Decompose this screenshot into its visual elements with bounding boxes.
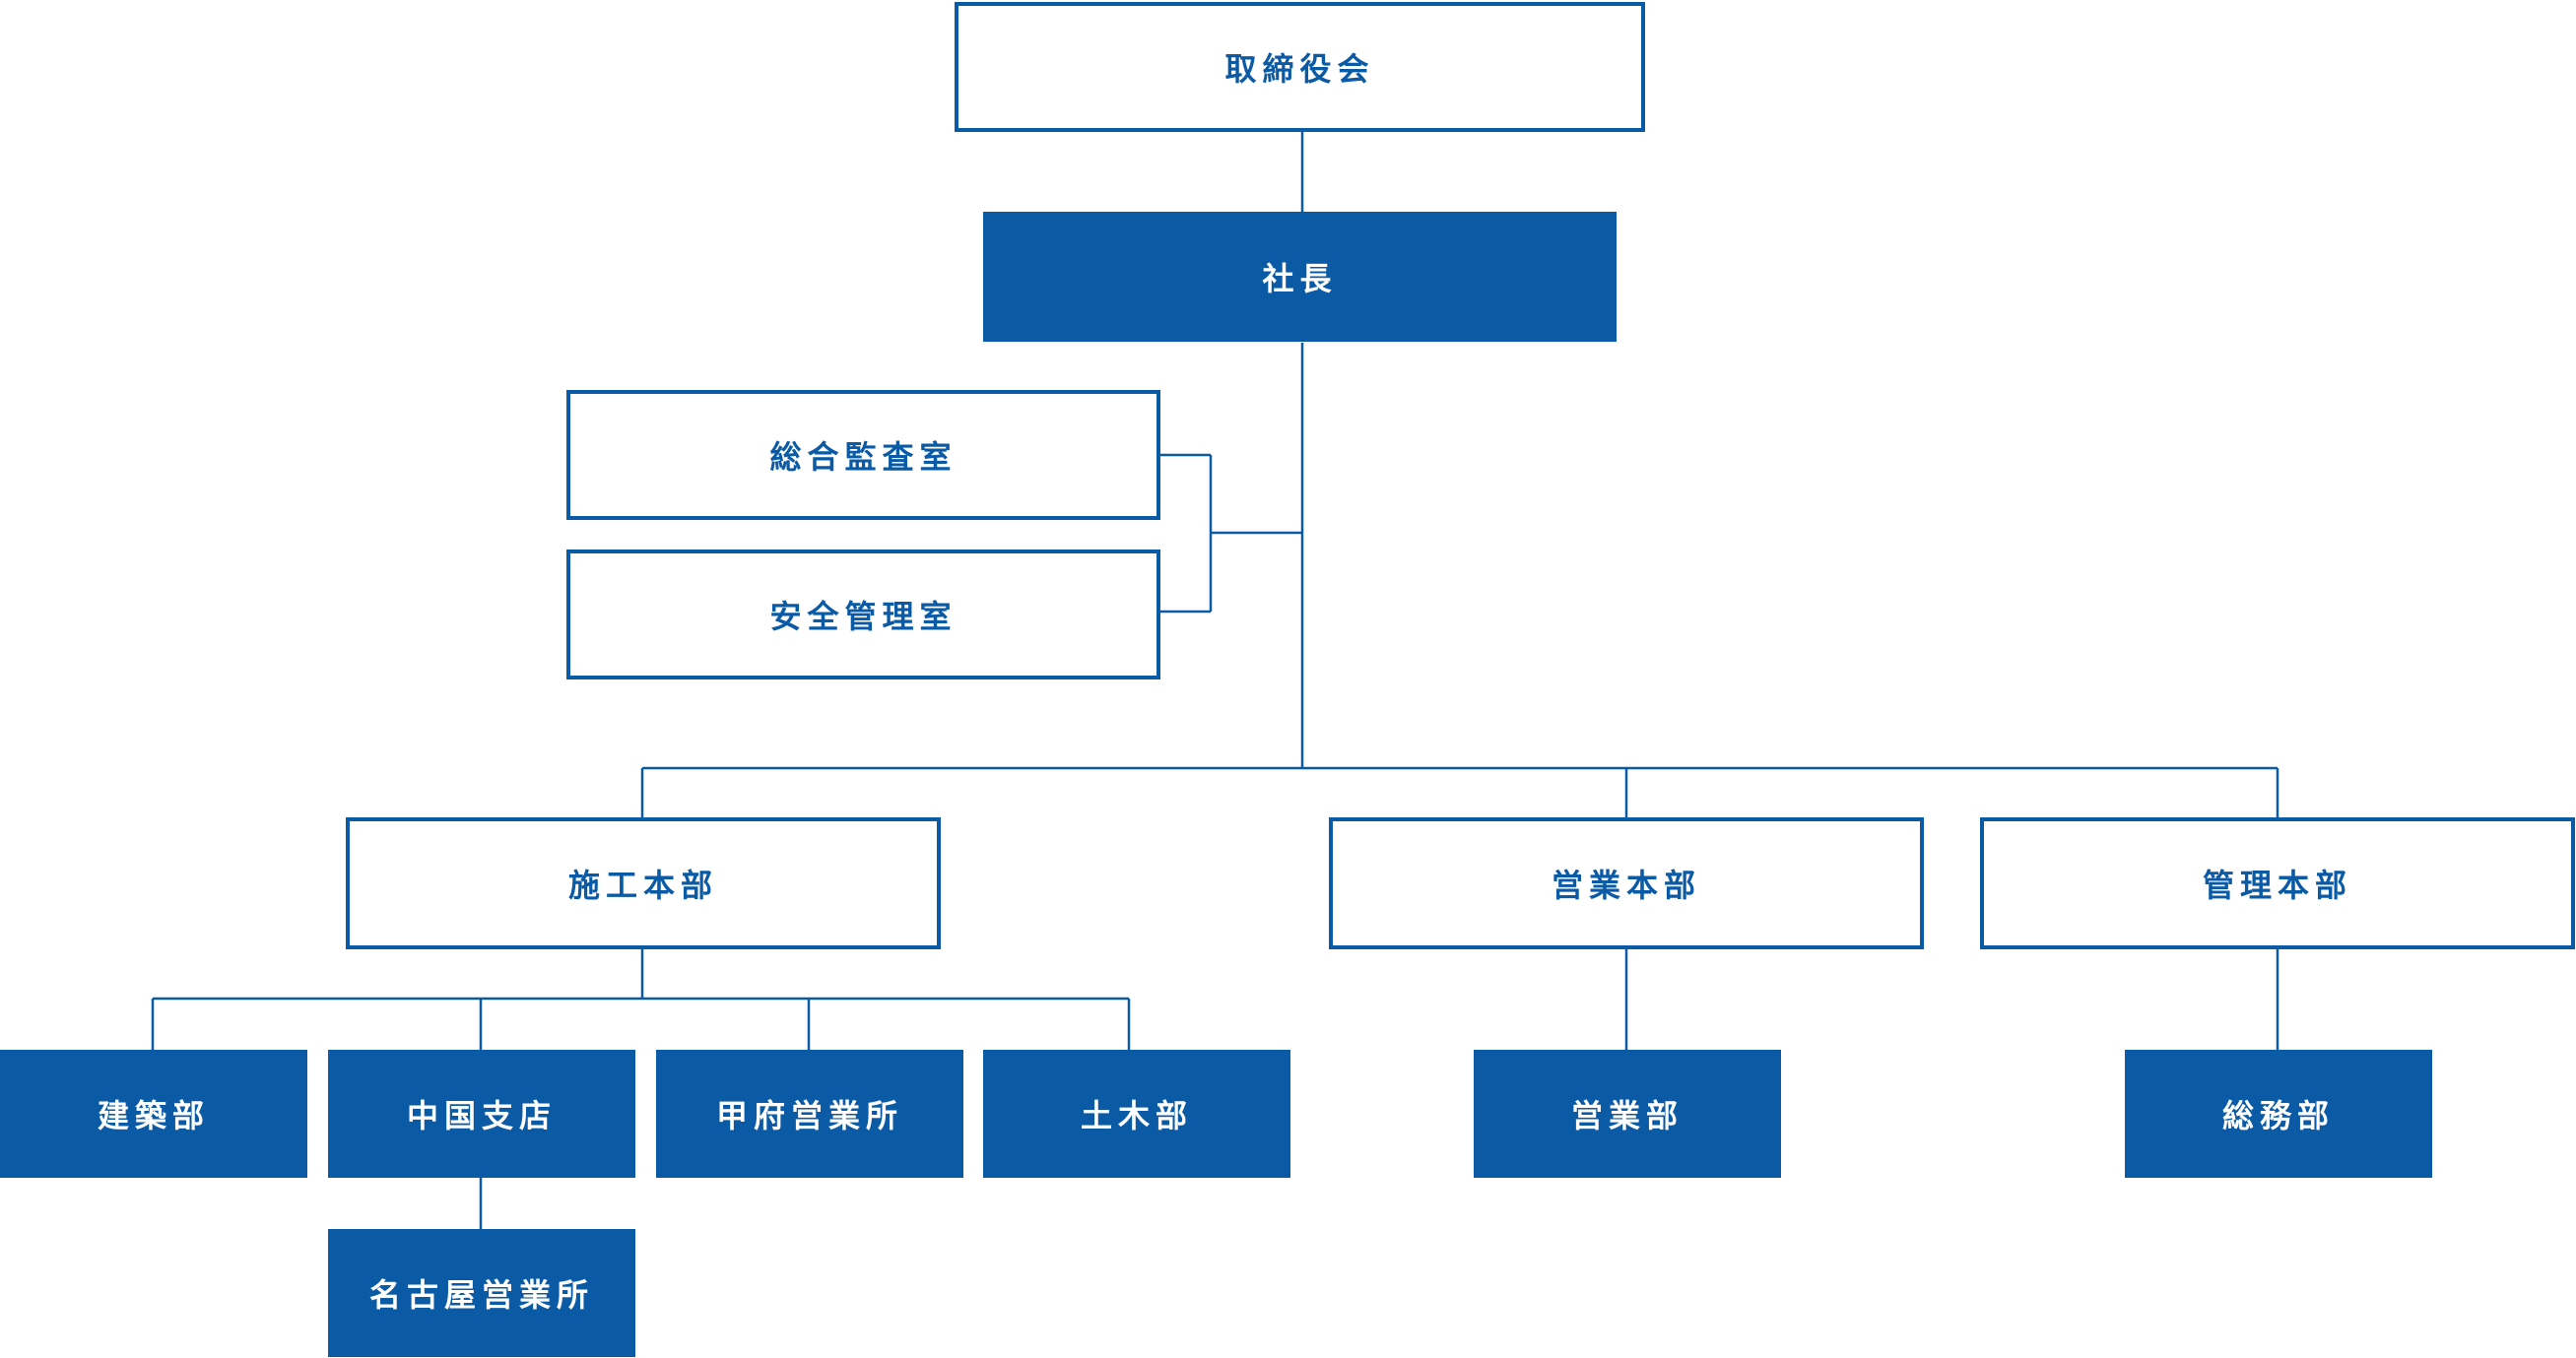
civil-dept-box: 土木部	[983, 1050, 1290, 1178]
kofu-office-box: 甲府営業所	[656, 1050, 963, 1178]
safety-office-box: 安全管理室	[566, 550, 1160, 679]
audit-office-box: 総合監査室	[566, 390, 1160, 520]
admin-division-box: 管理本部	[1980, 817, 2575, 949]
nagoya-office-box: 名古屋営業所	[328, 1229, 635, 1357]
architecture-dept-box: 建築部	[0, 1050, 307, 1178]
sales-division-box: 営業本部	[1329, 817, 1924, 949]
general-affairs-dept-box: 総務部	[2125, 1050, 2432, 1178]
chugoku-branch-box: 中国支店	[328, 1050, 635, 1178]
board-of-directors-box: 取締役会	[955, 2, 1645, 132]
construction-division-box: 施工本部	[346, 817, 941, 949]
sales-dept-box: 営業部	[1474, 1050, 1781, 1178]
president-box: 社長	[983, 212, 1617, 342]
